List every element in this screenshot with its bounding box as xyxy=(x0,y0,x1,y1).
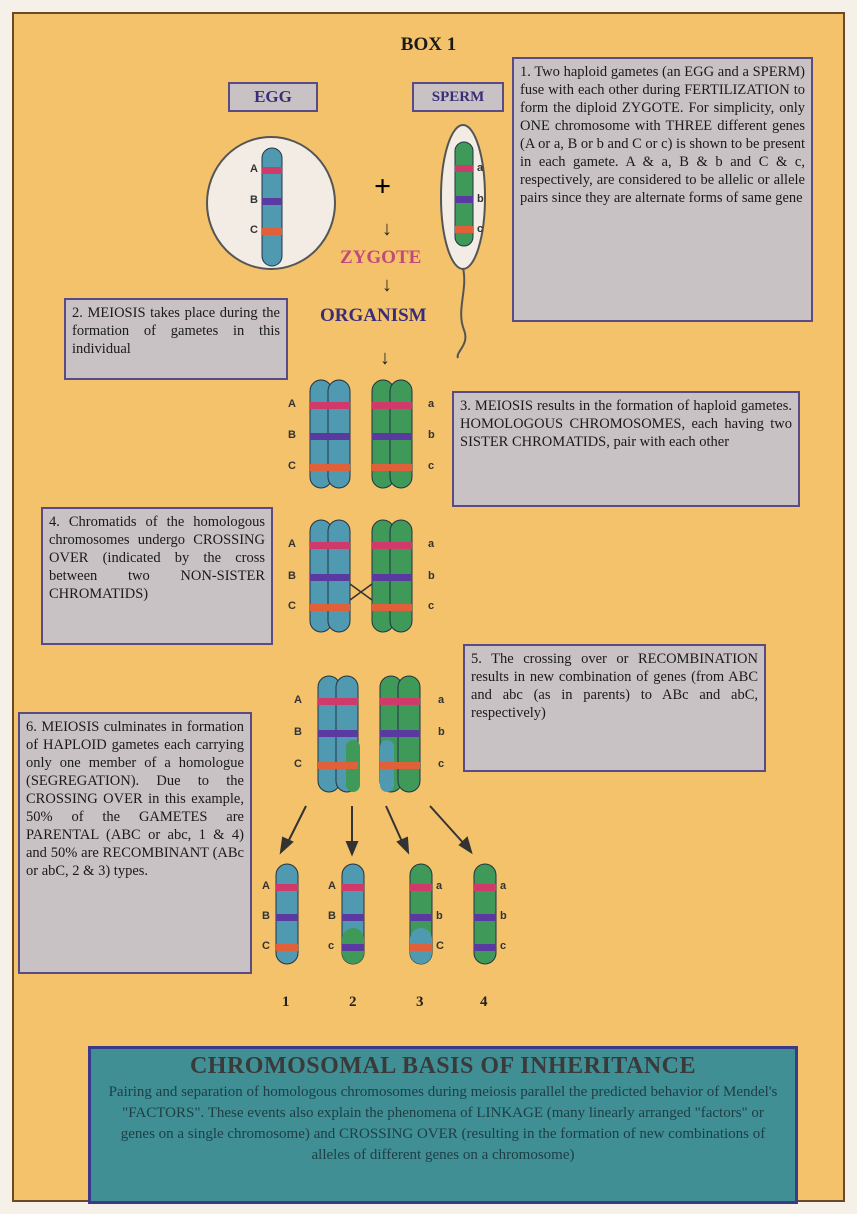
sperm-tail xyxy=(458,268,466,358)
gene-label: c xyxy=(500,940,506,952)
gene-label: A xyxy=(262,880,270,892)
gene-label: A xyxy=(294,694,302,706)
gene-band-b xyxy=(262,198,282,205)
gene-label: a xyxy=(436,880,442,892)
gene-label: c xyxy=(328,940,334,952)
gene-label: a xyxy=(428,398,434,410)
gene-label: A xyxy=(288,538,296,550)
gene-band-b xyxy=(455,196,473,203)
gene-band-a xyxy=(455,165,473,172)
recombined-pair-stage-5 xyxy=(318,676,420,792)
gene-label: b xyxy=(428,429,435,441)
gene-label: B xyxy=(294,726,302,738)
banner-text: Pairing and separation of homologous chr… xyxy=(105,1082,781,1166)
gamete-number: 3 xyxy=(416,994,424,1011)
gene-label: c xyxy=(428,600,434,612)
gene-label: B xyxy=(328,910,336,922)
gene-label: C xyxy=(288,600,296,612)
gamete-number: 1 xyxy=(282,994,290,1011)
gamete-chromosome-3 xyxy=(410,864,432,964)
gene-band-c xyxy=(455,226,473,233)
gene-label: B xyxy=(262,910,270,922)
gene-label: b xyxy=(438,726,445,738)
gene-label: a xyxy=(477,162,483,174)
summary-banner: CHROMOSOMAL BASIS OF INHERITANCE Pairing… xyxy=(88,1046,798,1204)
gamete-number: 2 xyxy=(349,994,357,1011)
gene-label: a xyxy=(428,538,434,550)
homologous-pair-stage-3 xyxy=(310,380,412,488)
gene-label: b xyxy=(500,910,507,922)
gene-label: b xyxy=(477,193,484,205)
gamete-chromosome-1 xyxy=(276,864,298,964)
gene-label: B xyxy=(288,429,296,441)
homologous-pair-stage-4 xyxy=(310,520,412,632)
gene-label: C xyxy=(288,460,296,472)
gene-label: B xyxy=(288,570,296,582)
gene-label: c xyxy=(438,758,444,770)
gene-label: A xyxy=(288,398,296,410)
gene-label: a xyxy=(438,694,444,706)
gene-label: a xyxy=(500,880,506,892)
gene-label: C xyxy=(262,940,270,952)
banner-heading: CHROMOSOMAL BASIS OF INHERITANCE xyxy=(91,1053,795,1080)
gene-label: c xyxy=(477,223,483,235)
egg-chromosome xyxy=(262,148,282,266)
gene-label: C xyxy=(250,224,258,236)
gene-band-c xyxy=(262,228,282,235)
gamete-number: 4 xyxy=(480,994,488,1011)
gamete-chromosome-2 xyxy=(342,864,364,964)
gene-label: B xyxy=(250,194,258,206)
gamete-chromosome-4 xyxy=(474,864,496,964)
gene-label: c xyxy=(428,460,434,472)
gene-label: C xyxy=(436,940,444,952)
gene-label: b xyxy=(428,570,435,582)
gene-label: C xyxy=(294,758,302,770)
gene-label: A xyxy=(250,163,258,175)
gene-label: b xyxy=(436,910,443,922)
gene-label: A xyxy=(328,880,336,892)
gene-band-a xyxy=(262,167,282,174)
separation-arrows xyxy=(281,806,471,854)
